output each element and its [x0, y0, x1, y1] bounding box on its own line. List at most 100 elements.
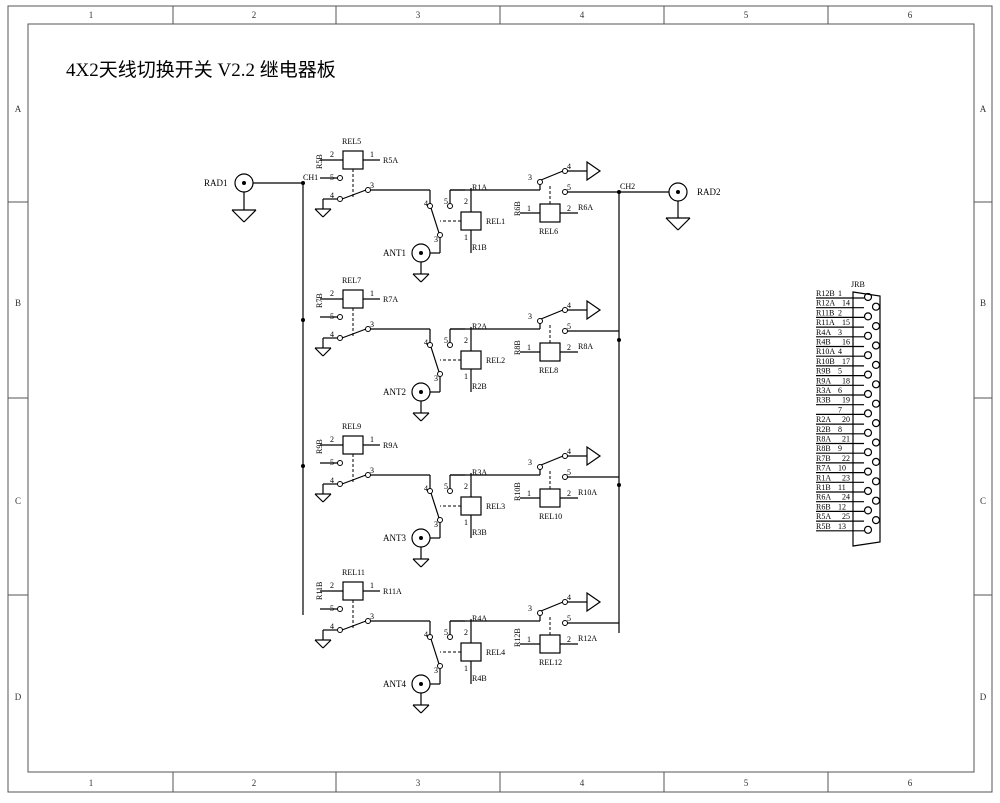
- jrb-pin-contact: [863, 428, 873, 437]
- jrb-pin-contact: [871, 477, 881, 486]
- antenna-ground-left: [412, 704, 422, 714]
- coil-label-left: R6B: [513, 201, 522, 216]
- relay-name: REL3: [486, 502, 505, 511]
- ch1-label: CH1: [303, 173, 318, 182]
- antenna-ground-right: [420, 273, 430, 283]
- pin-1: 1: [527, 635, 531, 644]
- zone-col-6-top: 6: [908, 10, 913, 20]
- jrb-pin-contact: [871, 457, 881, 466]
- jrb-pin-label: R11B: [816, 308, 834, 317]
- jrb-pin-label: R4A: [816, 328, 831, 337]
- ground-right: [322, 347, 332, 357]
- contact-3: [537, 464, 543, 470]
- pin-5: 5: [444, 336, 448, 345]
- antenna-ground-right: [420, 412, 430, 422]
- coil-label-left: R9B: [315, 439, 324, 454]
- termination-arrow: [586, 299, 602, 321]
- jrb-pin-contact: [863, 467, 873, 476]
- rad2-connector: RAD2 CH2: [619, 182, 721, 231]
- jrb-pin-label: R12B: [816, 289, 835, 298]
- contact-4: [337, 196, 343, 202]
- switch-arm: [540, 170, 564, 181]
- jrb-pin-contact: [871, 322, 881, 331]
- coil-label-right: R8A: [578, 342, 593, 351]
- jrb-pin-number: 17: [842, 357, 850, 366]
- jrb-pin-number: 24: [842, 493, 850, 502]
- pin-4: 4: [567, 301, 571, 310]
- jrb-pin-contact: [871, 438, 881, 447]
- switch-arm: [540, 601, 564, 612]
- jrb-pin-number: 13: [838, 522, 846, 531]
- pin-1: 1: [464, 233, 468, 242]
- schematic-title: 4X2天线切换开关 V2.2 继电器板: [66, 59, 336, 81]
- pin-4: 4: [567, 593, 571, 602]
- jrb-pin-number: 3: [838, 328, 842, 337]
- jrb-pin-contact: [871, 399, 881, 408]
- contact-3: [437, 663, 443, 669]
- relay-name: REL4: [486, 648, 505, 657]
- pin-5: 5: [567, 322, 571, 331]
- coil-label-top: R1A: [472, 183, 487, 192]
- pin-3: 3: [434, 235, 438, 244]
- jrb-pin-label: R6A: [816, 493, 831, 502]
- zone-col-2-bottom: 2: [252, 778, 257, 788]
- coil-label-top: R3A: [472, 468, 487, 477]
- contact-5: [447, 342, 453, 348]
- ground-left: [314, 208, 324, 218]
- coil-label-right: R6A: [578, 203, 593, 212]
- jrb-pin-24: R6A 24: [816, 493, 881, 505]
- pin-3: 3: [370, 612, 374, 621]
- pin-4: 4: [424, 630, 428, 639]
- antenna-jack-pin: [419, 390, 423, 394]
- relay-name: REL9: [342, 422, 361, 431]
- contact-4: [427, 342, 433, 348]
- coil-label-right: R12A: [578, 634, 597, 643]
- jrb-pin-label: R4B: [816, 338, 831, 347]
- jrb-pin-contact: [863, 331, 873, 340]
- coil-rel3: [460, 496, 482, 516]
- coil-rel5: [342, 150, 364, 170]
- ground-right: [322, 639, 332, 649]
- coil-label-right: R7A: [383, 295, 398, 304]
- pin-2: 2: [330, 150, 334, 159]
- coil-rel12: [539, 634, 561, 654]
- coil-label-right: R11A: [383, 587, 402, 596]
- jrb-pin-label: R7B: [816, 454, 831, 463]
- zone-row-c-left: C: [15, 496, 21, 506]
- pin-2: 2: [330, 581, 334, 590]
- pin-1: 1: [527, 489, 531, 498]
- pin-4: 4: [330, 622, 334, 631]
- antenna-ground-left: [412, 558, 422, 568]
- signal-buses: [301, 181, 621, 633]
- coil-rel6: [539, 203, 561, 223]
- pin-2: 2: [567, 635, 571, 644]
- pin-2: 2: [330, 435, 334, 444]
- contact-5: [337, 175, 343, 181]
- pin-3: 3: [528, 604, 532, 613]
- pin-4: 4: [424, 484, 428, 493]
- jrb-pin-contact: [863, 525, 873, 534]
- pin-3: 3: [370, 320, 374, 329]
- antenna-label: ANT4: [383, 679, 406, 689]
- contact-4: [337, 627, 343, 633]
- contact-5: [337, 606, 343, 612]
- coil-rel8: [539, 342, 561, 362]
- jrb-pin-contact: [863, 351, 873, 360]
- jrb-pin-number: 16: [842, 338, 850, 347]
- jrb-pin-contact: [863, 409, 873, 418]
- jrb-pin-number: 12: [838, 502, 846, 511]
- jrb-pin-label: R2B: [816, 425, 831, 434]
